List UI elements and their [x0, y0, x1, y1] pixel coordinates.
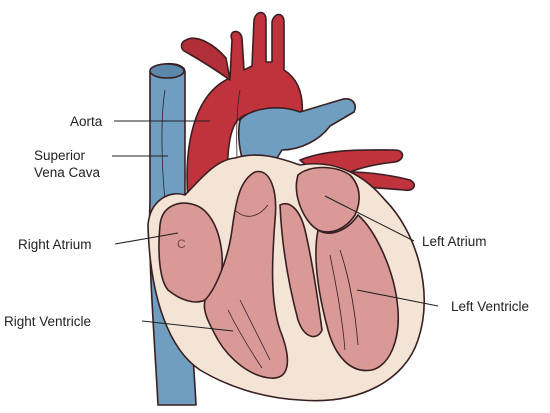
label-superior-vena-cava-line1: Superior: [34, 148, 86, 163]
label-aorta: Aorta: [70, 114, 103, 129]
left-ventricle-leader: [356, 289, 439, 307]
label-right-ventricle: Right Ventricle: [4, 314, 91, 329]
label-left-atrium: Left Atrium: [422, 234, 487, 249]
right-atrium-leader: [114, 232, 179, 245]
label-left-ventricle: Left Ventricle: [451, 299, 529, 314]
right-ventricle-leader: [141, 320, 234, 332]
septum: [279, 203, 323, 338]
left-ventricle: [315, 214, 400, 372]
vena-cava-opening: [149, 63, 185, 79]
label-superior-vena-cava-line2: Vena Cava: [34, 165, 101, 180]
aorta-branch-left: [180, 37, 231, 81]
svg-text:C: C: [177, 237, 186, 251]
left-atrium-leader: [324, 195, 415, 242]
left-atrium: [295, 166, 360, 233]
right-ventricle: [203, 170, 289, 379]
label-right-atrium: Right Atrium: [18, 237, 92, 252]
